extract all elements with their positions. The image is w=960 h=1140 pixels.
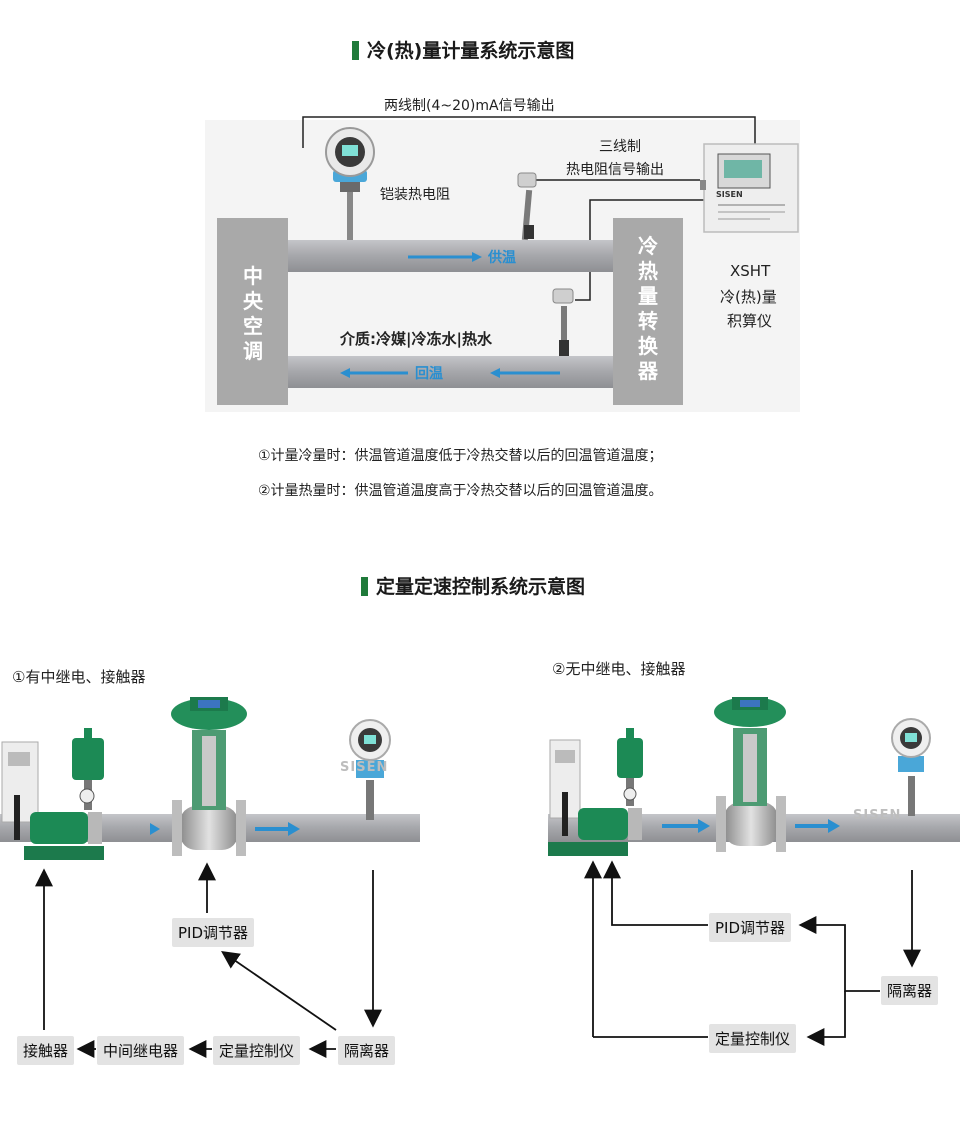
- left-contactor-box: 接触器: [17, 1036, 75, 1065]
- meter-name-2: 冷(热)量: [720, 288, 777, 306]
- return-label: 回温: [415, 366, 443, 382]
- section1-title-text: 冷(热)量计量系统示意图: [367, 40, 575, 62]
- central-ac-char: 中: [243, 264, 263, 288]
- left-watermark: SISEN: [340, 760, 389, 775]
- left-control-panel: [1, 741, 39, 840]
- left-flow-arrow-1: [150, 823, 160, 835]
- right-control-valve: [714, 697, 786, 852]
- left-subtitle: ①有中继电、接触器: [12, 668, 146, 686]
- right-pid-box: PID调节器: [709, 913, 792, 942]
- left-control-valve: [171, 697, 247, 856]
- note-2: ②计量热量时：供温管道温度高于冷热交替以后的回温管道温度。: [258, 483, 663, 499]
- central-ac-char: 央: [243, 289, 263, 313]
- central-ac-char: 调: [243, 339, 263, 363]
- arrow-isolator-to-controller-right: [806, 991, 846, 1046]
- right-subtitle: ②无中继电、接触器: [552, 660, 686, 678]
- title-bar-icon: [361, 577, 368, 596]
- exchanger-char: 冷: [638, 234, 658, 258]
- integrator-meter-cabinet: [700, 143, 799, 233]
- title-bar-icon: [352, 41, 359, 60]
- two-wire-line: [302, 116, 756, 148]
- right-flow-transmitter: [891, 718, 931, 816]
- central-ac-block: [217, 218, 288, 405]
- left-controller-box: 定量控制仪: [213, 1036, 301, 1065]
- right-flow-arrow-1-head: [698, 819, 710, 833]
- exchanger-char: 换: [638, 334, 658, 358]
- rtd-sensor-return: [552, 288, 574, 356]
- three-wire-label-2: 热电阻信号输出: [566, 162, 664, 178]
- right-control-panel: [549, 739, 581, 836]
- meter-brand: SISEN: [716, 190, 743, 199]
- exchanger-block: [613, 218, 683, 405]
- exchanger-char: 转: [638, 309, 658, 333]
- exchanger-char: 量: [638, 284, 658, 308]
- left-pump: [24, 728, 104, 860]
- left-isolator-box: 隔离器: [338, 1036, 396, 1065]
- return-arrow-head-2: [490, 368, 500, 378]
- three-wire-label-1: 三线制: [599, 139, 641, 155]
- arrow-isolator-to-pid-right: [798, 916, 880, 992]
- armored-rtd-transmitter: [325, 127, 375, 240]
- return-pipe: [288, 356, 613, 388]
- meter-name-3: 积算仪: [727, 312, 773, 330]
- left-relay-box: 中间继电器: [97, 1036, 185, 1065]
- rtd-sensor-supply: [517, 172, 537, 241]
- meter-name-1: XSHT: [730, 262, 771, 280]
- right-flow-arrow-2-head: [828, 819, 840, 833]
- right-watermark: SISEN: [853, 808, 902, 823]
- two-wire-label: 两线制(4~20)mA信号输出: [384, 98, 555, 114]
- right-pump: [548, 728, 643, 856]
- medium-label: 介质:冷媒|冷冻水|热水: [340, 330, 492, 348]
- section1-title: 冷(热)量计量系统示意图: [352, 36, 574, 63]
- return-arrow-head-1: [340, 368, 350, 378]
- exchanger-char: 器: [638, 359, 658, 383]
- exchanger-label: 冷 热 量 转 换 器: [634, 234, 662, 384]
- arrow-pid-to-valve-right: [603, 860, 708, 926]
- armored-rtd-label: 铠装热电阻: [380, 187, 450, 203]
- right-isolator-box: 隔离器: [881, 976, 939, 1005]
- note-1: ①计量冷量时：供温管道温度低于冷热交替以后的回温管道温度；: [258, 448, 663, 464]
- supply-arrow-head: [472, 252, 482, 262]
- central-ac-label: 中 央 空 调: [239, 264, 267, 364]
- supply-label: 供温: [488, 250, 516, 266]
- arrow-isolator-to-pid: [221, 950, 337, 1031]
- section2-title: 定量定速控制系统示意图: [361, 572, 585, 599]
- right-controller-box: 定量控制仪: [709, 1024, 797, 1053]
- left-pid-box: PID调节器: [172, 918, 255, 947]
- left-flow-transmitter: [349, 719, 391, 820]
- central-ac-char: 空: [243, 314, 263, 338]
- exchanger-char: 热: [638, 259, 658, 283]
- left-flow-arrow-2-head: [288, 822, 300, 836]
- section2-title-text: 定量定速控制系统示意图: [376, 576, 586, 598]
